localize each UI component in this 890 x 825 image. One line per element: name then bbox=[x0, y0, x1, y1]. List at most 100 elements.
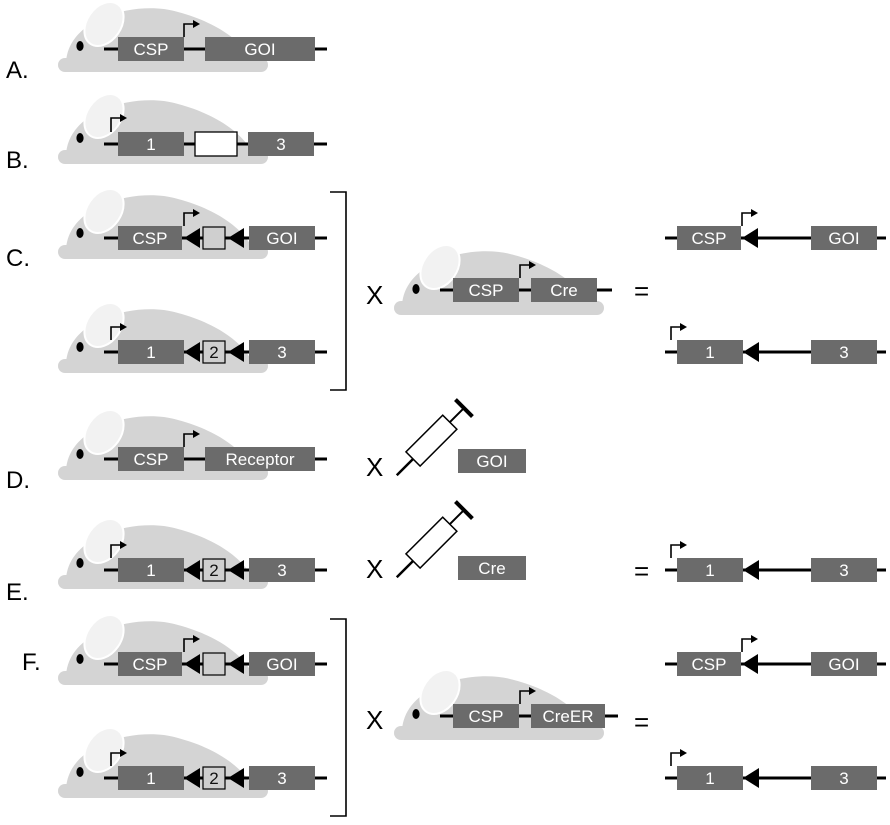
row-c-letter: C. bbox=[6, 245, 30, 272]
exon1-box bbox=[118, 340, 184, 364]
exon1-box bbox=[118, 132, 184, 156]
promoter-arrow-icon bbox=[110, 541, 127, 558]
loxp-arrow-icon bbox=[228, 654, 244, 674]
promoter-arrow-icon bbox=[519, 687, 536, 704]
gene-label: GOI bbox=[266, 655, 297, 674]
stop-cassette-box bbox=[202, 226, 226, 250]
exon1-label: 1 bbox=[705, 561, 714, 580]
promoter-box bbox=[677, 652, 741, 676]
injected-label: Cre bbox=[478, 559, 505, 578]
injected-label: GOI bbox=[476, 452, 507, 471]
promoter-label: CSP bbox=[469, 281, 504, 300]
promoter-label: CSP bbox=[469, 707, 504, 726]
exon1-label: 1 bbox=[146, 769, 155, 788]
syringe-icon bbox=[395, 500, 474, 579]
exon3-box bbox=[811, 766, 877, 790]
promoter-label: CSP bbox=[134, 450, 169, 469]
loxp-arrow-icon bbox=[742, 654, 758, 674]
row-e: E. 1 2 3 X Cre = 1 3 bbox=[6, 500, 886, 606]
exon2-box bbox=[202, 766, 226, 790]
cross-bracket bbox=[330, 191, 347, 391]
promoter-box bbox=[453, 704, 519, 728]
exon3-box bbox=[811, 558, 877, 582]
gene-box bbox=[811, 652, 877, 676]
promoter-box bbox=[677, 226, 741, 250]
cross-symbol: X bbox=[366, 554, 383, 584]
row-b: B. 1 3 bbox=[6, 85, 327, 174]
promoter-label: CSP bbox=[134, 40, 169, 59]
promoter-box bbox=[118, 37, 184, 61]
promoter-arrow-icon bbox=[670, 541, 687, 558]
loxp-arrow-icon bbox=[184, 654, 200, 674]
loxp-arrow-icon bbox=[228, 342, 244, 362]
receptor-box bbox=[205, 447, 315, 471]
equals-symbol: = bbox=[634, 556, 649, 586]
exon3-label: 3 bbox=[277, 769, 286, 788]
row-c: C. CSP GOI 1 2 3 X bbox=[6, 180, 886, 391]
promoter-label: CSP bbox=[133, 655, 168, 674]
exon1-label: 1 bbox=[146, 135, 155, 154]
exon2-label: 2 bbox=[209, 343, 218, 362]
loxp-arrow-icon bbox=[184, 228, 200, 248]
creer-label: CreER bbox=[542, 707, 593, 726]
exon3-box bbox=[249, 766, 315, 790]
gene-box bbox=[205, 37, 315, 61]
empty-exon2-box bbox=[194, 131, 238, 157]
exon3-label: 3 bbox=[839, 769, 848, 788]
gene-label: GOI bbox=[266, 229, 297, 248]
promoter-arrow-icon bbox=[110, 323, 127, 340]
row-f: F. CSP GOI 1 2 3 X bbox=[22, 606, 886, 817]
cross-bracket bbox=[330, 618, 347, 817]
promoter-arrow-icon bbox=[110, 114, 127, 132]
promoter-arrow-icon bbox=[183, 20, 200, 37]
promoter-arrow-icon bbox=[670, 323, 687, 340]
stop-cassette-box bbox=[202, 652, 226, 676]
promoter-label: CSP bbox=[692, 655, 727, 674]
row-d-letter: D. bbox=[6, 467, 30, 494]
promoter-arrow-icon bbox=[183, 430, 200, 447]
promoter-box bbox=[118, 226, 182, 250]
loxp-arrow-icon bbox=[228, 228, 244, 248]
exon1-label: 1 bbox=[705, 769, 714, 788]
promoter-arrow-icon bbox=[110, 749, 127, 766]
exon3-label: 3 bbox=[839, 561, 848, 580]
cre-label: Cre bbox=[550, 281, 577, 300]
exon3-label: 3 bbox=[277, 343, 286, 362]
exon2-label: 2 bbox=[209, 561, 218, 580]
equals-symbol: = bbox=[634, 276, 649, 306]
receptor-label: Receptor bbox=[226, 450, 295, 469]
loxp-arrow-icon bbox=[743, 342, 759, 362]
loxp-arrow-icon bbox=[743, 560, 759, 580]
exon2-box bbox=[202, 340, 226, 364]
promoter-box bbox=[118, 652, 182, 676]
gene-box bbox=[249, 652, 315, 676]
exon1-label: 1 bbox=[146, 343, 155, 362]
promoter-label: CSP bbox=[692, 229, 727, 248]
gene-label: GOI bbox=[828, 655, 859, 674]
loxp-arrow-icon bbox=[184, 560, 200, 580]
exon1-label: 1 bbox=[705, 343, 714, 362]
promoter-label: CSP bbox=[133, 229, 168, 248]
exon3-box bbox=[249, 340, 315, 364]
gene-label: GOI bbox=[828, 229, 859, 248]
cross-symbol: X bbox=[366, 280, 383, 310]
promoter-box bbox=[453, 278, 519, 302]
loxp-arrow-icon bbox=[228, 560, 244, 580]
injected-box bbox=[458, 556, 526, 580]
creer-box bbox=[531, 704, 605, 728]
gene-label: GOI bbox=[244, 40, 275, 59]
loxp-arrow-icon bbox=[184, 342, 200, 362]
cre-box bbox=[531, 278, 597, 302]
loxp-arrow-icon bbox=[743, 768, 759, 788]
exon3-box bbox=[811, 340, 877, 364]
mouse-icon bbox=[57, 0, 269, 73]
promoter-arrow-icon bbox=[741, 635, 758, 652]
row-a: A. CSP GOI bbox=[6, 0, 327, 84]
syringe-icon bbox=[395, 398, 474, 477]
exon3-label: 3 bbox=[276, 135, 285, 154]
loxp-arrow-icon bbox=[742, 228, 758, 248]
row-e-letter: E. bbox=[6, 579, 29, 606]
cross-symbol: X bbox=[366, 705, 383, 735]
